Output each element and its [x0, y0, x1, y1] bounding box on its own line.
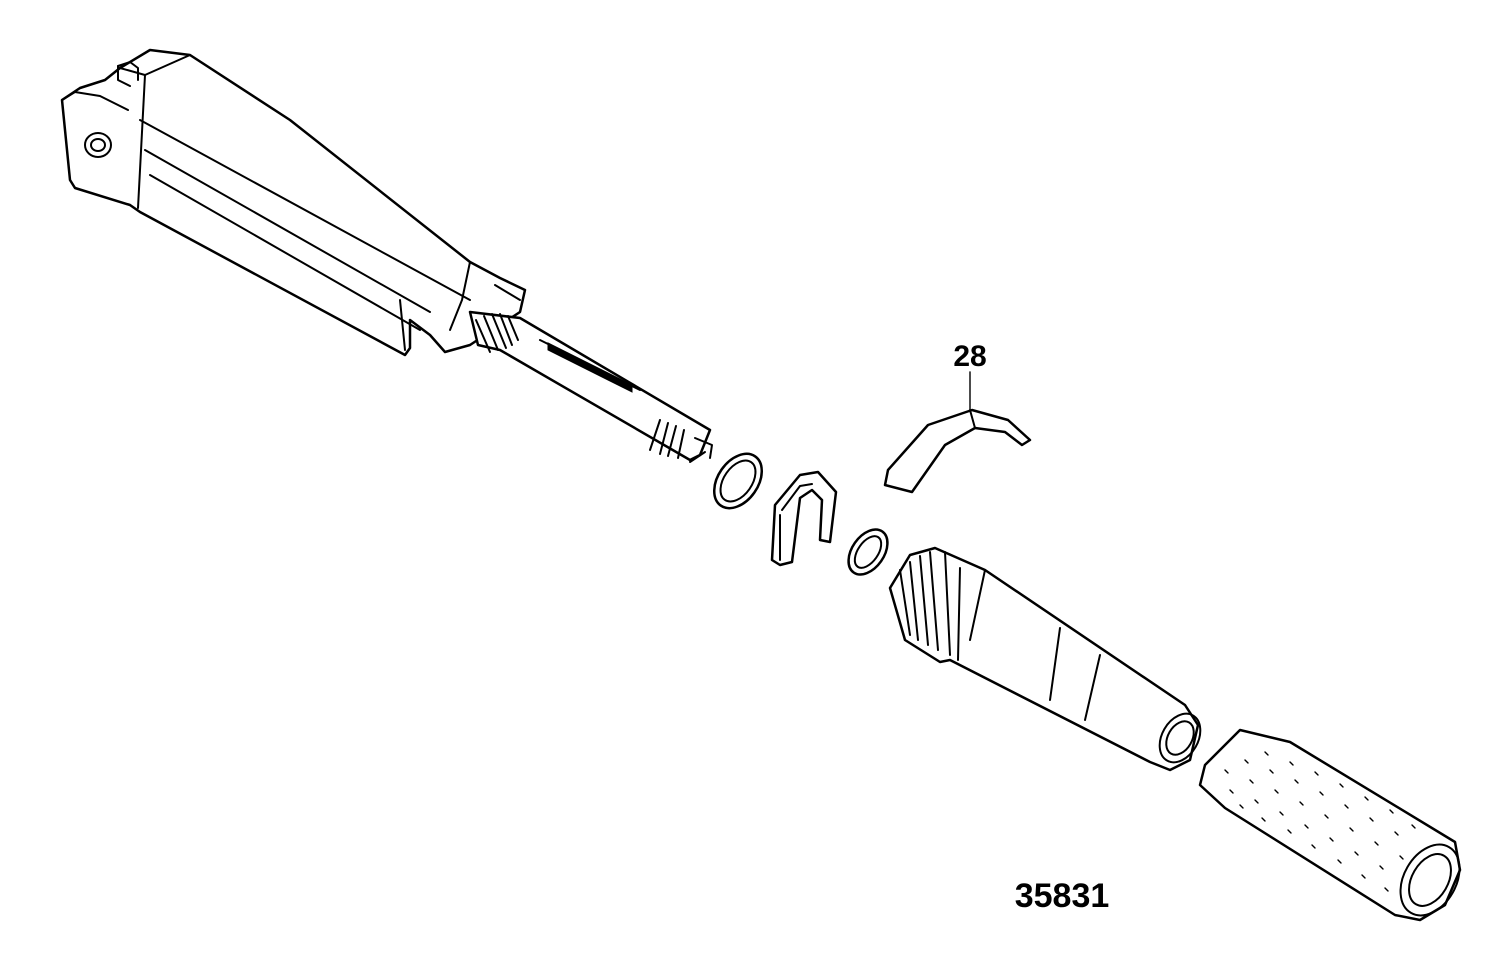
figure-number: 35831 — [1015, 877, 1110, 915]
threaded-shaft — [468, 310, 713, 463]
washer-ring-right — [847, 528, 889, 576]
callout-label-28: 28 — [953, 340, 986, 373]
grip-dimple-texture — [1224, 751, 1416, 892]
textured-grip — [1198, 728, 1462, 922]
u-shaped-retaining-clip — [770, 470, 838, 567]
threaded-tapered-sleeve — [888, 546, 1202, 772]
curved-strip-part-28 — [883, 408, 1032, 494]
tiller-arm-housing — [60, 48, 527, 357]
washer-ring-left — [712, 452, 764, 510]
